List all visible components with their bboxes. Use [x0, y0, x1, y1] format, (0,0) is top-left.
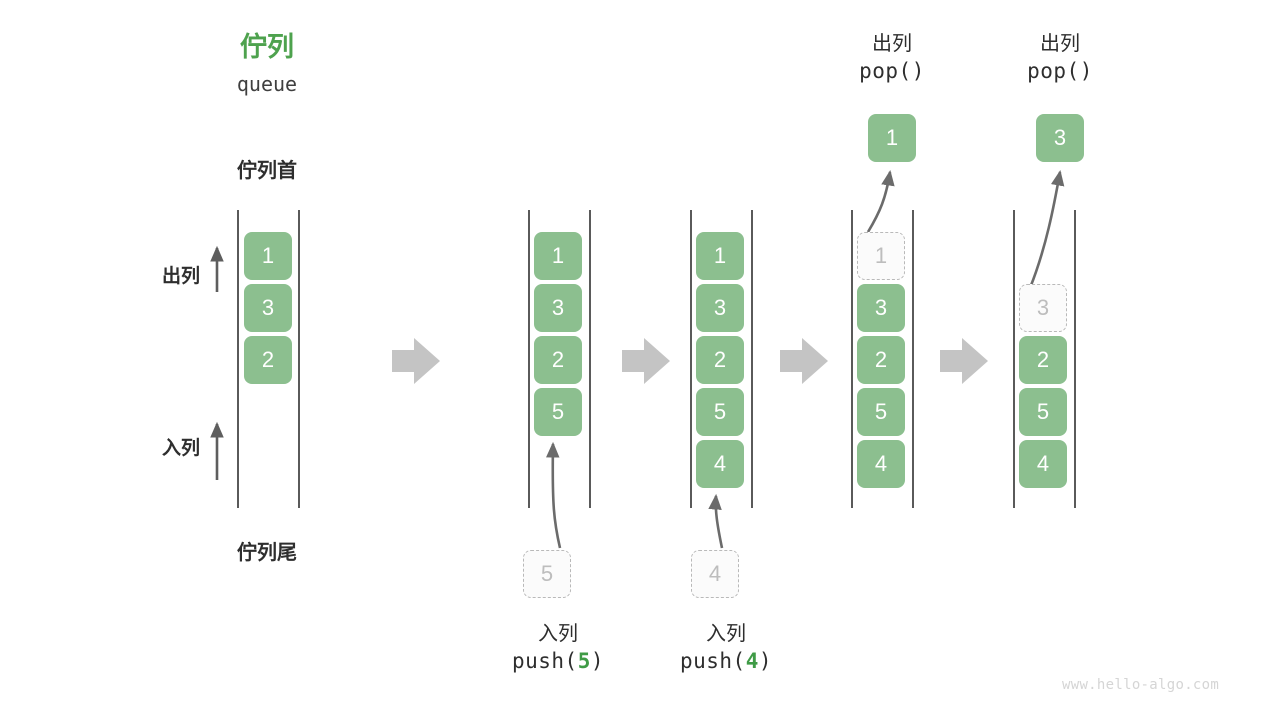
queue-cell: 2	[244, 336, 292, 384]
queue-cell: 3	[696, 284, 744, 332]
queue-cell: 3	[244, 284, 292, 332]
pop-1-caption: 出列 pop()	[802, 32, 982, 84]
page-title: 佇列	[240, 32, 294, 62]
push-arrow-4	[708, 493, 724, 549]
rail-left	[528, 210, 530, 508]
queue-cell: 1	[696, 232, 744, 280]
transition-arrow-3	[780, 338, 828, 384]
rail-left	[237, 210, 239, 508]
pop-arrow-1	[866, 169, 895, 233]
incoming-element: 4	[691, 550, 739, 598]
popped-element: 3	[1036, 114, 1084, 162]
rail-right	[1074, 210, 1076, 508]
queue-cell: 2	[857, 336, 905, 384]
incoming-element: 5	[523, 550, 571, 598]
push-4-caption-code: push(4)	[679, 648, 773, 673]
queue-cell: 1	[534, 232, 582, 280]
push-5-caption-code: push(5)	[511, 648, 605, 673]
queue-cell: 5	[534, 388, 582, 436]
rail-left	[690, 210, 692, 508]
page-title-code: queue	[236, 72, 298, 96]
enqueue-direction-label: 入列	[161, 438, 200, 459]
push-arrow-5	[546, 441, 562, 549]
queue-cell: 4	[1019, 440, 1067, 488]
site-watermark: www.hello-algo.com	[1062, 677, 1220, 693]
push-5-caption: 入列 push(5)	[468, 622, 648, 674]
queue-cell: 2	[534, 336, 582, 384]
pop-3-caption: 出列 pop()	[970, 32, 1150, 84]
pop-3-caption-cn: 出列	[1040, 33, 1080, 55]
queue-cell: 5	[696, 388, 744, 436]
queue-cell: 3	[534, 284, 582, 332]
queue-tail-label: 佇列尾	[237, 542, 297, 564]
rail-left	[1013, 210, 1015, 508]
transition-arrow-1	[392, 338, 440, 384]
pop-1-caption-code: pop()	[859, 58, 925, 83]
rail-right	[751, 210, 753, 508]
pop-arrow-3	[1028, 169, 1065, 289]
queue-cell: 5	[1019, 388, 1067, 436]
transition-arrow-2	[622, 338, 670, 384]
pop-3-caption-code: pop()	[1027, 58, 1093, 83]
push-4-caption-cn: 入列	[706, 623, 746, 645]
queue-cell: 2	[1019, 336, 1067, 384]
popped-element: 1	[868, 114, 916, 162]
pop-1-caption-cn: 出列	[872, 33, 912, 55]
push-4-caption: 入列 push(4)	[636, 622, 816, 674]
dequeue-direction-label: 出列	[161, 266, 200, 287]
queue-cell-vacated: 1	[857, 232, 905, 280]
rail-right	[912, 210, 914, 508]
queue-cell: 1	[244, 232, 292, 280]
rail-left	[851, 210, 853, 508]
transition-arrow-4	[940, 338, 988, 384]
queue-cell: 3	[857, 284, 905, 332]
queue-head-label: 佇列首	[237, 160, 297, 182]
rail-right	[298, 210, 300, 508]
queue-cell: 5	[857, 388, 905, 436]
queue-cell-vacated: 3	[1019, 284, 1067, 332]
queue-cell: 4	[857, 440, 905, 488]
queue-cell: 2	[696, 336, 744, 384]
queue-cell: 4	[696, 440, 744, 488]
rail-right	[589, 210, 591, 508]
push-5-caption-cn: 入列	[538, 623, 578, 645]
